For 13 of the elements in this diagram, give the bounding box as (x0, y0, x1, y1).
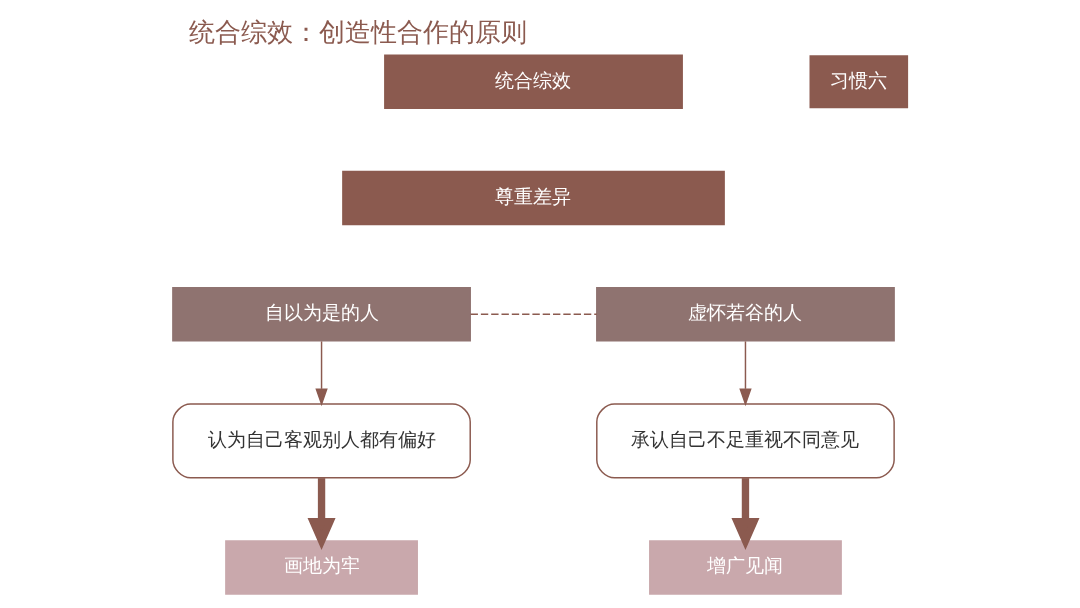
arrow (314, 340, 328, 407)
node-box: 画地为牢 (224, 540, 418, 595)
node-box: 统合综效 (383, 54, 683, 109)
node-box: 虚怀若谷的人 (595, 287, 895, 342)
node-box: 承认自己不足重视不同意见 (595, 403, 895, 479)
connector (469, 313, 597, 316)
node-box: 增广见闻 (648, 540, 842, 595)
diagram-title: 统合综效：创造性合作的原则 (188, 16, 527, 48)
node-box: 尊重差异 (341, 170, 725, 226)
node-box: 自以为是的人 (171, 287, 471, 342)
label: 习惯六 (829, 68, 887, 92)
arrow (738, 340, 752, 407)
node-box: 认为自己客观别人都有偏好 (171, 403, 471, 479)
